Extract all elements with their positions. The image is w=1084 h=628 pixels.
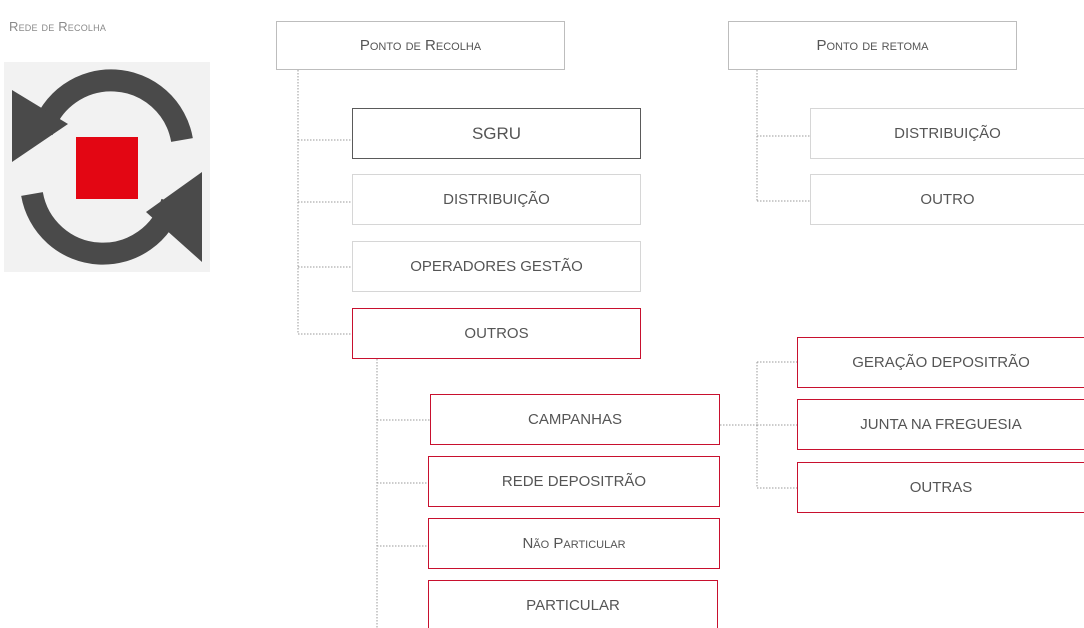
distribuicao-label: DISTRIBUIÇÃO [443,191,550,208]
particular-label: PARTICULAR [526,597,620,614]
operadores-gestao-label: OPERADORES GESTÃO [410,258,583,275]
outros-box: OUTROS [352,308,641,359]
retoma-outro-label: OUTRO [920,191,975,208]
geracao-depositrao-box: GERAÇÃO DEPOSITRÃO [797,337,1084,388]
nao-particular-label: Não Particular [522,535,626,552]
recycle-arrows-icon [12,69,202,265]
ponto-recolha-box: Ponto de Recolha [276,21,565,70]
outros-label: OUTROS [464,325,529,342]
sgru-label: SGRU [471,123,522,143]
campanhas-box: CAMPANHAS [430,394,720,445]
page-title: Rede de Recolha [9,19,107,34]
ponto-retoma-box: Ponto de retoma [728,21,1017,70]
distribuicao-box: DISTRIBUIÇÃO [352,174,641,225]
recycle-logo [4,62,210,272]
ponto-retoma-label: Ponto de retoma [816,37,929,54]
particular-box: PARTICULAR [428,580,718,628]
junta-freguesia-label: JUNTA NA FREGUESIA [860,416,1022,433]
ponto-recolha-label: Ponto de Recolha [359,37,482,54]
rede-depositrao-label: REDE DEPOSITRÃO [501,473,647,490]
campanhas-label: CAMPANHAS [528,411,622,428]
nao-particular-box: Não Particular [428,518,720,569]
sgru-box: SGRU [352,108,641,159]
outras-box: OUTRAS [797,462,1084,513]
operadores-gestao-box: OPERADORES GESTÃO [352,241,641,292]
retoma-distribuicao-label: DISTRIBUIÇÃO [894,125,1001,142]
retoma-distribuicao-box: DISTRIBUIÇÃO [810,108,1084,159]
outras-label: OUTRAS [909,479,973,496]
retoma-outro-box: OUTRO [810,174,1084,225]
rede-depositrao-box: REDE DEPOSITRÃO [428,456,720,507]
junta-freguesia-box: JUNTA NA FREGUESIA [797,399,1084,450]
geracao-depositrao-label: GERAÇÃO DEPOSITRÃO [852,354,1030,371]
